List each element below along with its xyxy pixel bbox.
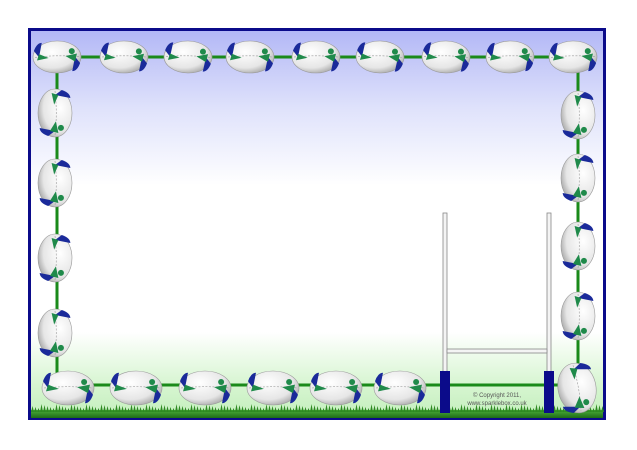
rugby-ball-icon xyxy=(560,221,596,271)
rugby-ball-icon xyxy=(41,370,95,406)
rugby-ball-icon xyxy=(37,308,73,358)
green-boundary-line xyxy=(55,55,580,387)
goal-posts xyxy=(440,212,554,413)
rugby-ball-icon xyxy=(37,158,73,208)
rugby-ball-icon xyxy=(560,90,596,140)
page-border-frame xyxy=(28,28,606,420)
rugby-ball-icon xyxy=(163,40,213,74)
copyright-url: www.sparklebox.co.uk xyxy=(467,401,527,407)
rugby-ball-icon xyxy=(225,40,275,74)
rugby-ball-icon xyxy=(246,370,300,406)
copyright-line: © Copyright 2011, xyxy=(472,393,521,399)
rugby-ball-icon xyxy=(178,370,232,406)
rugby-ball-icon xyxy=(355,40,405,74)
rugby-ball-icon xyxy=(373,370,427,406)
rugby-ball-icon xyxy=(37,233,73,283)
rugby-ball-icon xyxy=(421,40,471,74)
rugby-ball-icon xyxy=(109,370,163,406)
rugby-ball-icon xyxy=(291,40,341,74)
rugby-ball-icon xyxy=(548,40,598,74)
rugby-ball-icon xyxy=(485,40,535,74)
rugby-ball-icon xyxy=(560,153,596,203)
copyright-notice: © Copyright 2011, www.sparklebox.co.uk xyxy=(452,392,542,408)
rugby-ball-icon xyxy=(99,40,149,74)
rugby-ball-icon xyxy=(557,362,597,414)
rugby-ball-icon xyxy=(32,40,82,74)
rugby-ball-icon xyxy=(560,291,596,341)
rugby-ball-icon xyxy=(309,370,363,406)
rugby-ball-icon xyxy=(37,88,73,138)
